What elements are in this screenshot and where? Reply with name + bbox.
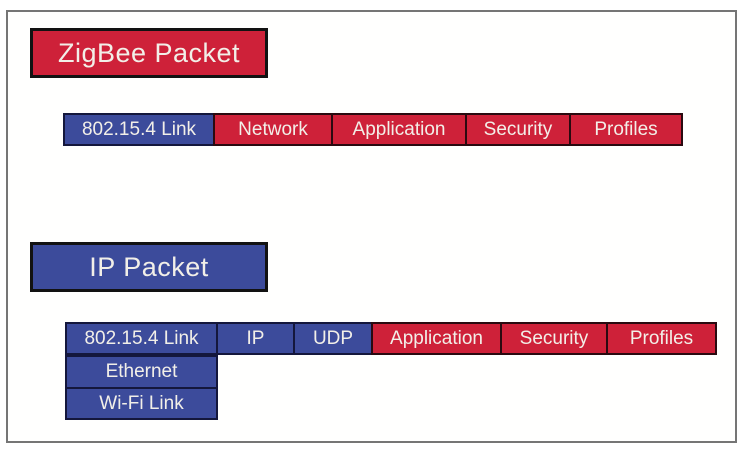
ip-segment-application: Application	[371, 322, 502, 355]
ip-segment-802154-link: 802.15.4 Link	[65, 322, 218, 355]
zigbee-packet-row: 802.15.4 Link Network Application Securi…	[63, 113, 683, 146]
ip-packet-title: IP Packet	[30, 242, 268, 292]
zigbee-segment-802154-link: 802.15.4 Link	[63, 113, 215, 146]
zigbee-segment-network: Network	[213, 113, 333, 146]
ip-segment-udp: UDP	[293, 322, 373, 355]
ip-alt-link-ethernet: Ethernet	[65, 355, 218, 389]
diagram-frame: ZigBee Packet 802.15.4 Link Network Appl…	[6, 10, 737, 443]
ip-segment-profiles: Profiles	[606, 322, 717, 355]
zigbee-segment-security: Security	[465, 113, 571, 146]
ip-segment-security: Security	[500, 322, 608, 355]
zigbee-packet-title: ZigBee Packet	[30, 28, 268, 78]
ip-alt-link-wifi: Wi-Fi Link	[65, 387, 218, 420]
ip-packet-row: 802.15.4 Link IP UDP Application Securit…	[65, 322, 717, 355]
ip-segment-ip: IP	[216, 322, 295, 355]
zigbee-segment-application: Application	[331, 113, 467, 146]
zigbee-segment-profiles: Profiles	[569, 113, 683, 146]
